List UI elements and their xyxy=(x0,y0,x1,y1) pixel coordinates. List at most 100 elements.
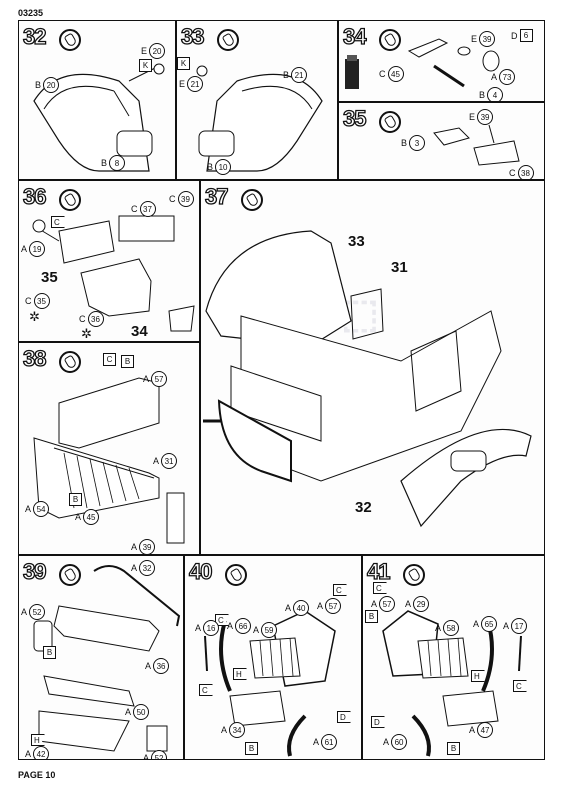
step-34-drawing xyxy=(345,38,500,89)
step-32-drawing xyxy=(33,63,165,172)
glue-icon xyxy=(217,29,239,51)
label-d: D xyxy=(337,711,351,723)
asterisk-icon: ✲ xyxy=(81,326,92,341)
label-c: C xyxy=(103,353,116,366)
step-37-drawing xyxy=(203,230,532,528)
glue-icon xyxy=(59,351,81,373)
step-38-drawing xyxy=(33,377,185,544)
step-40-drawing xyxy=(204,610,336,757)
ref-33: 33 xyxy=(348,233,365,250)
label-b2: B xyxy=(447,742,460,755)
label-h: H xyxy=(471,670,485,682)
glue-icon xyxy=(59,29,81,51)
glue-icon xyxy=(379,111,401,133)
label-c: C xyxy=(373,582,387,594)
step-32-number: 32 xyxy=(22,23,47,49)
ref-34: 34 xyxy=(131,323,148,340)
label-c: C xyxy=(333,584,347,596)
ref-31: 31 xyxy=(391,259,408,276)
step-35-drawing xyxy=(433,124,520,166)
label-h: H xyxy=(233,668,247,680)
label-k: K xyxy=(139,59,152,72)
glue-icon xyxy=(241,189,263,211)
label-b: B xyxy=(43,646,56,659)
label-d: D xyxy=(371,716,385,728)
glue-icon xyxy=(379,29,401,51)
step-37-number: 37 xyxy=(204,183,229,209)
doc-code: 03235 xyxy=(18,8,44,18)
flag-c: C xyxy=(51,216,65,228)
step-36-number: 36 xyxy=(22,183,47,209)
page-number: PAGE 10 xyxy=(18,770,56,780)
step-38-number: 38 xyxy=(22,345,47,371)
label-k: K xyxy=(177,57,190,70)
glue-icon xyxy=(403,564,425,586)
glue-icon xyxy=(59,189,81,211)
step-41-number: 41 xyxy=(366,558,391,584)
step-40-number: 40 xyxy=(188,558,213,584)
label-b: B xyxy=(245,742,258,755)
step-34-number: 34 xyxy=(342,23,367,49)
glue-icon xyxy=(225,564,247,586)
step-36-drawing xyxy=(32,215,195,332)
label-c3: C xyxy=(199,684,213,696)
label-b: B xyxy=(69,493,82,506)
label-c2: C xyxy=(215,614,229,626)
step-35-number: 35 xyxy=(342,105,367,131)
label-h: H xyxy=(31,734,45,746)
ref-35: 35 xyxy=(41,269,58,286)
step-37-panel: ⬚ 37 33 31 32 xyxy=(200,180,545,555)
step-41-drawing xyxy=(382,610,522,757)
label-b: B xyxy=(121,355,134,368)
step-39-number: 39 xyxy=(22,558,47,584)
label-c2: C xyxy=(513,680,527,692)
asterisk-icon: ✲ xyxy=(29,309,40,324)
